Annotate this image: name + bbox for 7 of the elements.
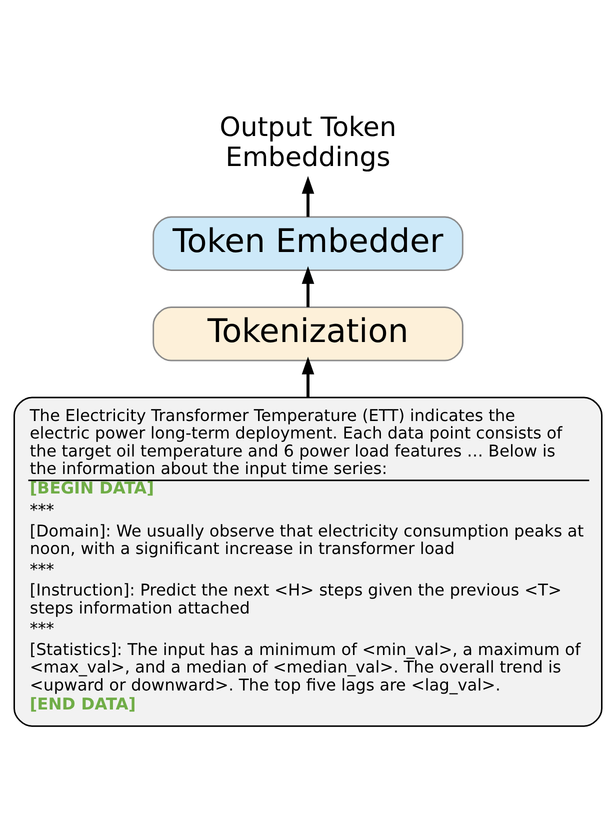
arrow <box>302 266 314 307</box>
node-box: Token Embedder <box>152 216 464 270</box>
arrow <box>302 175 314 216</box>
node-box: The Electricity Transformer Temperature (ETT) indicates the electric power long-term deployment. Each data point consists of the target oil temperature and 6 power load features … Below is the information about the input time series: [BEGIN DATA] *** [Domain]: We usually observe that electricity consumption peaks at noon, with a significant increase in transformer load *** [Instruction]: Predict the next <H> steps given the previous <T> steps information attached *** [Statistics]: The input has a minimum of <min_val>, a maximum of <max_val>, and a median of <median_val>. The overall trend is <upward or downward>. The top five lags are <lag_val>. [END DATA] <box>13 396 603 726</box>
arrow <box>302 356 314 397</box>
node-box: Tokenization <box>152 306 464 361</box>
node-text: Output Token Embeddings <box>220 112 396 172</box>
